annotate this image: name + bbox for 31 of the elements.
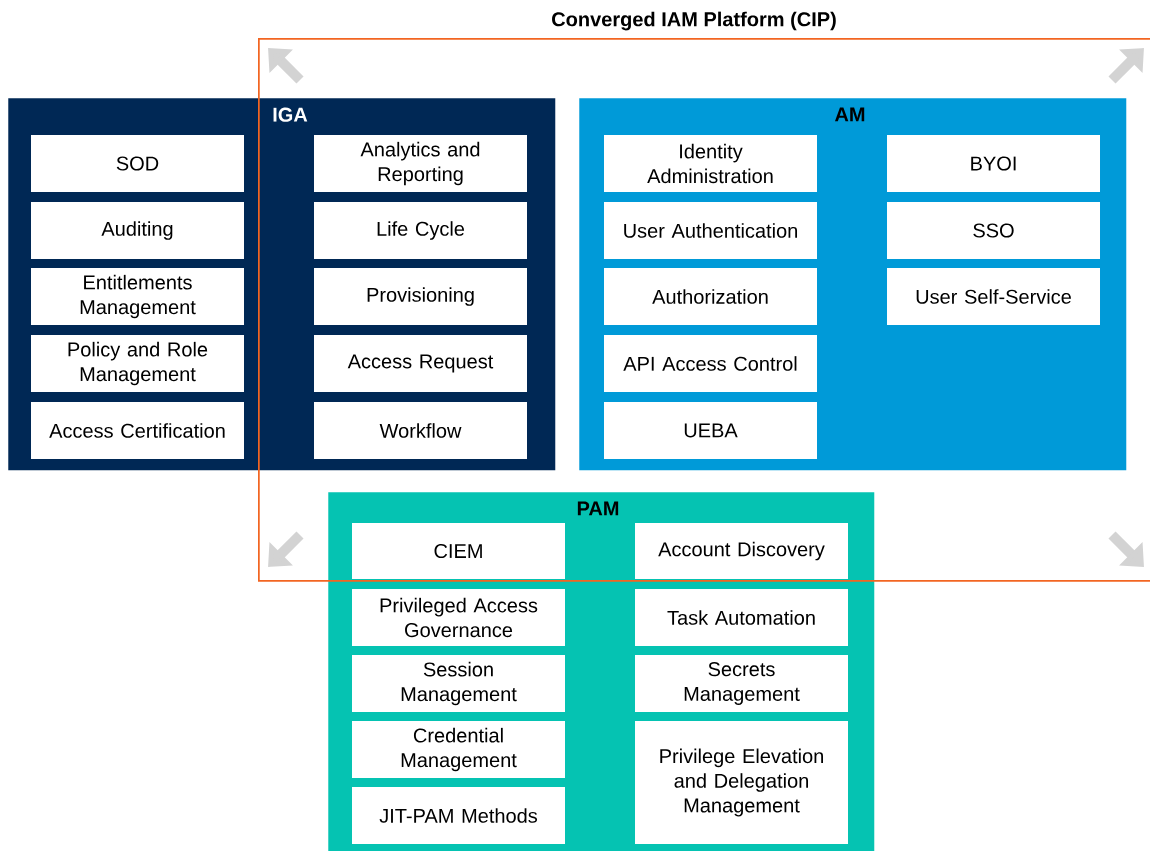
capability-box: CIEM (352, 523, 565, 579)
capability-box: Access Certification (31, 402, 244, 459)
capability-box: Privilege Elevation and Delegation Management (635, 721, 848, 844)
capability-box: SSO (887, 202, 1100, 259)
capability-box: User Self-Service (887, 268, 1100, 325)
capability-box: Session Management (352, 655, 565, 712)
capability-box: Life Cycle (314, 202, 527, 259)
platform-title: Converged IAM Platform (CIP) (552, 11, 836, 31)
capability-box: Account Discovery (635, 523, 848, 579)
capability-box: Analytics and Reporting (314, 135, 527, 192)
capability-box: Task Automation (635, 589, 848, 646)
capability-box: Authorization (604, 268, 817, 325)
capability-box: User Authentication (604, 202, 817, 259)
capability-box: Privileged Access Governance (352, 589, 565, 646)
capability-box: Auditing (31, 202, 244, 259)
capability-box: SOD (31, 135, 244, 192)
capability-box: BYOI (887, 135, 1100, 192)
capability-box: API Access Control (604, 335, 817, 392)
capability-box: Provisioning (314, 268, 527, 325)
capability-box: Policy and Role Management (31, 335, 244, 392)
panel-heading: AM (834, 107, 865, 122)
capability-box: Entitlements Management (31, 268, 244, 325)
capability-box: UEBA (604, 402, 817, 459)
panel-heading: PAM (577, 501, 619, 516)
capability-box: Secrets Management (635, 655, 848, 712)
capability-box: Access Request (314, 335, 527, 392)
capability-box: Identity Administration (604, 135, 817, 192)
capability-box: Credential Management (352, 721, 565, 778)
panel-heading: IGA (273, 107, 308, 122)
capability-box: JIT-PAM Methods (352, 787, 565, 844)
capability-box: Workflow (314, 402, 527, 459)
